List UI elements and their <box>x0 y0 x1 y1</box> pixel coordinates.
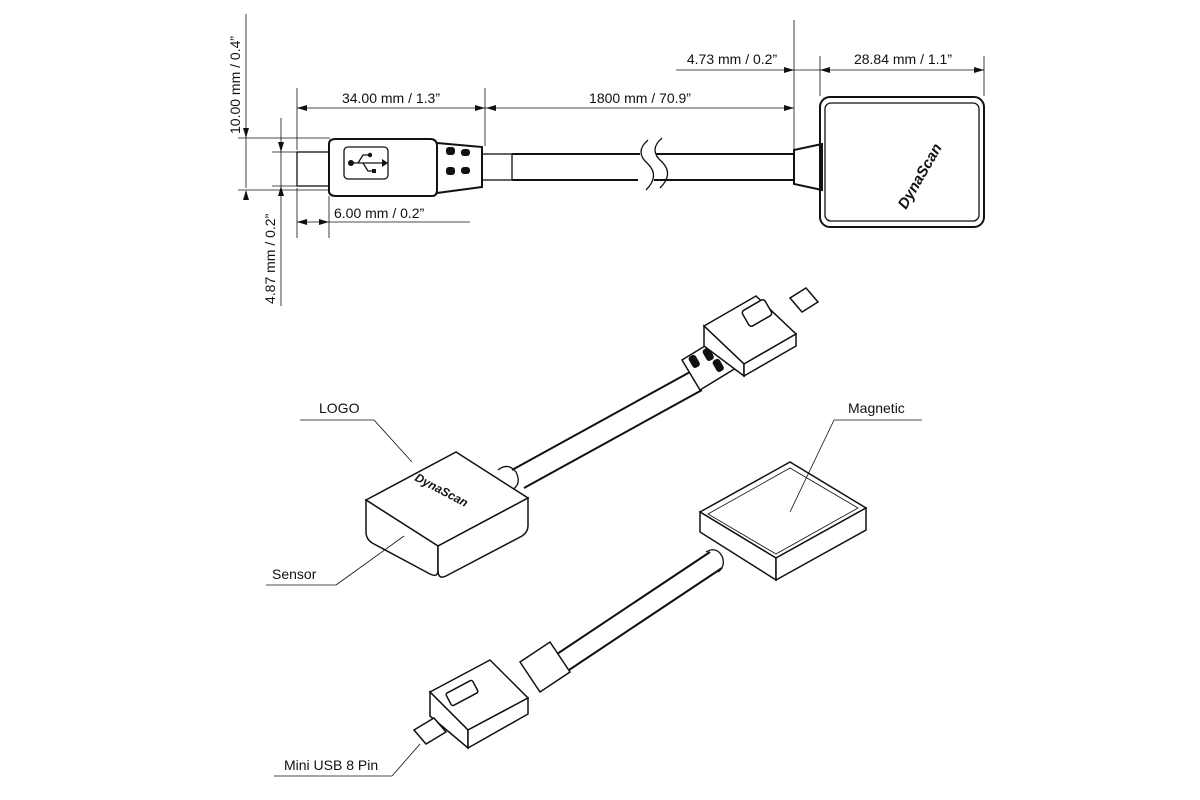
sensor-taper <box>793 142 823 192</box>
callout-sensor: Sensor <box>272 566 317 582</box>
iso2-strain-relief <box>518 640 572 694</box>
callout-logo: LOGO <box>319 400 360 416</box>
dim-length-1800mm: 1800 mm / 70.9” <box>589 90 691 106</box>
plug-body <box>328 138 438 197</box>
callout-magnetic: Magnetic <box>848 400 905 416</box>
usb-icon <box>348 152 388 173</box>
iso1-cable <box>511 371 703 489</box>
iso1-sensor-side <box>437 496 529 578</box>
iso2-magnetic-side <box>775 506 867 582</box>
plug-tip <box>296 151 330 187</box>
iso2-plug-tip <box>412 717 448 745</box>
iso1-cable-joint <box>497 465 519 491</box>
callouts: LOGO Magnetic Sensor Mini USB 8 Pin <box>266 400 922 777</box>
callout-connector: Mini USB 8 Pin <box>284 757 378 773</box>
strain-relief <box>436 142 483 194</box>
iso1-plug-tip <box>788 287 820 313</box>
top-view: DynaScan 10.00 mm / 0.4” 4.87 mm / 0.2” … <box>227 14 985 306</box>
cable-left <box>512 153 640 181</box>
sensor-top-inner <box>824 102 980 222</box>
isometric-view-bottom <box>412 461 868 750</box>
dim-height-4-87mm: 4.87 mm / 0.2” <box>262 213 278 304</box>
cable-right <box>654 153 794 181</box>
iso2-cable-joint <box>705 549 724 573</box>
brand-logo-top: DynaScan <box>895 141 946 212</box>
cable-collar <box>481 153 513 181</box>
dim-height-10mm: 10.00 mm / 0.4” <box>227 36 243 134</box>
dim-length-4-73mm: 4.73 mm / 0.2” <box>687 51 778 67</box>
iso2-cable <box>547 551 723 677</box>
dim-width-6mm: 6.00 mm / 0.2” <box>334 205 425 221</box>
sensor-top-outline <box>819 96 985 228</box>
dim-length-34mm: 34.00 mm / 1.3” <box>342 90 440 106</box>
dim-width-28-84mm: 28.84 mm / 1.1” <box>854 51 952 67</box>
cable-break-left <box>640 139 655 191</box>
